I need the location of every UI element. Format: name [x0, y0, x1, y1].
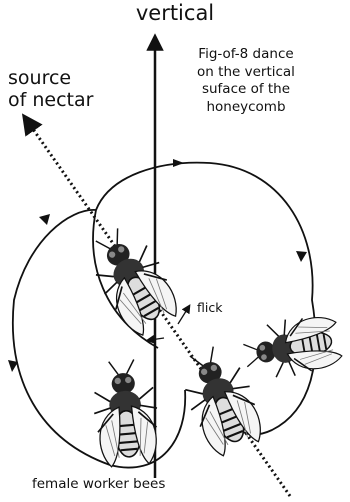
vertical-label: vertical	[0, 1, 350, 25]
loop-arrow-top	[173, 159, 184, 167]
loop-arrow-left-low	[8, 360, 18, 372]
bee-icon-right	[240, 311, 343, 384]
worker-bees-label: female worker bees	[32, 477, 165, 493]
dance-caption: Fig-of-8 dance on the vertical suface of…	[180, 46, 312, 116]
nectar-source-label: source of nectar	[8, 68, 93, 112]
loop-arrow-left-top	[39, 214, 50, 225]
loop-arrow-right	[296, 251, 307, 262]
bee-icon-bottom-middle	[172, 340, 270, 461]
flick-arrow-2	[150, 338, 164, 340]
bee-icon-bottom-left	[90, 358, 162, 468]
flick-label: flick	[197, 301, 222, 315]
flick-arrow-1	[178, 308, 188, 324]
